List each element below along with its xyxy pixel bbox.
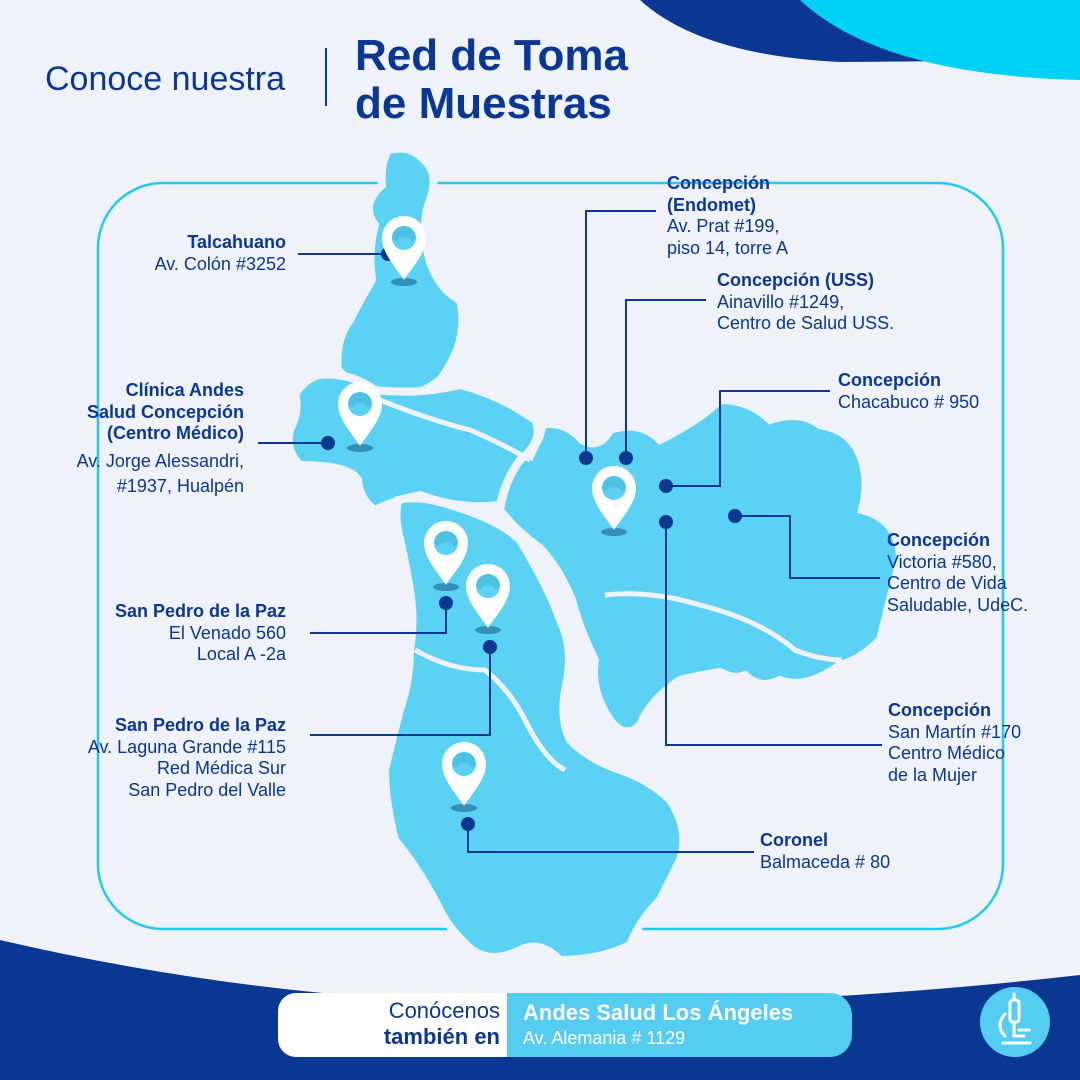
cta-branch-address: Av. Alemania # 1129 — [523, 1028, 686, 1048]
location-address: Victoria #580, — [887, 551, 997, 572]
location-concepcion-san-martin: Concepción San Martín #170 Centro Médico… — [888, 700, 1021, 786]
location-address: Red Médica Sur — [156, 758, 286, 779]
dot-endomet[interactable] — [579, 451, 593, 465]
location-name: San Pedro de la Paz — [114, 601, 286, 621]
header-lead: Conoce nuestra — [45, 60, 286, 98]
location-name-line: Concepción — [667, 173, 771, 193]
location-address: Centro Médico — [888, 743, 1006, 764]
leader-lines — [258, 210, 882, 853]
location-concepcion-endomet: Concepción (Endomet) Av. Prat #199, piso… — [667, 173, 788, 259]
page-title: Red de Toma de Muestras — [355, 32, 628, 127]
microscope-icon — [980, 987, 1050, 1057]
location-address: Centro de Vida — [887, 573, 1007, 594]
dot-victoria[interactable] — [728, 509, 742, 523]
location-name-line: (Endomet) — [667, 194, 756, 215]
location-name: San Pedro de la Paz — [114, 715, 286, 735]
location-name-line: Clínica Andes — [125, 380, 244, 400]
location-address: piso 14, torre A — [667, 237, 789, 258]
location-address: Centro de Salud USS. — [717, 313, 895, 334]
road-line — [527, 424, 548, 462]
location-address: Chacabuco # 950 — [838, 391, 980, 412]
location-name: Concepción — [887, 530, 991, 550]
dot-coronel[interactable] — [461, 817, 475, 831]
dot-chacabuco[interactable] — [659, 479, 673, 493]
leader-chacabuco — [666, 390, 830, 487]
location-address: Balmaceda # 80 — [760, 851, 891, 872]
leader-endomet — [585, 210, 656, 458]
road-line-3 — [413, 647, 567, 773]
region-north — [333, 144, 467, 405]
location-address: Local A -2a — [196, 644, 286, 665]
location-name-line: (Centro Médico) — [107, 423, 244, 444]
location-name: Concepción (USS) — [717, 270, 875, 290]
cta-lead: Conócenos también en — [300, 998, 500, 1051]
cta-branch-name: Andes Salud Los Ángeles — [523, 1000, 794, 1025]
location-address: San Martín #170 — [888, 721, 1022, 742]
header-divider — [325, 48, 327, 106]
location-address: Av. Prat #199, — [667, 216, 780, 237]
cta-branch-panel[interactable] — [507, 993, 852, 1057]
location-clinica-andes: Clínica Andes Salud Concepción (Centro M… — [77, 380, 244, 498]
dot-uss[interactable] — [619, 451, 633, 465]
location-address: San Pedro del Valle — [128, 779, 286, 800]
road-line-2 — [604, 591, 843, 663]
dot-clinica[interactable] — [321, 436, 335, 450]
cta-lead-line2: también en — [383, 1024, 500, 1050]
leader-uss — [625, 299, 706, 458]
leader-coronel — [467, 824, 754, 853]
leader-san-martin — [665, 522, 882, 746]
page-title-line1: Red de Toma — [355, 31, 629, 80]
page-title-line2: de Muestras — [355, 78, 612, 128]
cta-white-panel — [278, 993, 538, 1057]
dot-san-martin[interactable] — [659, 515, 673, 529]
location-talcahuano: Talcahuano Av. Colón #3252 — [155, 232, 286, 275]
location-concepcion-chacabuco: Concepción Chacabuco # 950 — [838, 370, 979, 413]
location-concepcion-victoria: Concepción Victoria #580, Centro de Vida… — [887, 530, 1028, 616]
location-name: Concepción — [838, 370, 942, 390]
location-address: Ainavillo #1249, — [717, 291, 845, 312]
region-san-pedro — [380, 494, 688, 965]
location-name: Concepción — [888, 700, 992, 720]
location-address: Saludable, UdeC. — [887, 594, 1029, 615]
location-address: El Venado 560 — [168, 622, 286, 643]
location-address: Av. Colón #3252 — [154, 253, 286, 274]
cta-lead-line1: Conócenos — [388, 998, 500, 1023]
location-address: #1937, Hualpén — [116, 476, 244, 497]
location-address: Av. Jorge Alessandri, — [76, 450, 244, 471]
location-name: Coronel — [760, 830, 829, 850]
location-name-line: Salud Concepción — [86, 401, 244, 422]
river-line — [379, 397, 532, 463]
leader-victoria — [735, 515, 880, 579]
location-san-pedro-2: San Pedro de la Paz Av. Laguna Grande #1… — [88, 715, 286, 801]
location-coronel: Coronel Balmaceda # 80 — [760, 830, 890, 873]
leader-sp1 — [310, 603, 447, 634]
leader-sp2 — [310, 647, 491, 736]
location-concepcion-uss: Concepción (USS) Ainavillo #1249, Centro… — [717, 270, 894, 335]
dot-sp1[interactable] — [439, 596, 453, 610]
dot-sp2[interactable] — [483, 640, 497, 654]
corner-cyan-shape — [800, 0, 1080, 80]
location-address: Av. Laguna Grande #115 — [87, 736, 286, 757]
location-name: Talcahuano — [187, 232, 286, 252]
location-san-pedro-1: San Pedro de la Paz El Venado 560 Local … — [115, 601, 286, 666]
location-address: de la Mujer — [888, 764, 978, 785]
